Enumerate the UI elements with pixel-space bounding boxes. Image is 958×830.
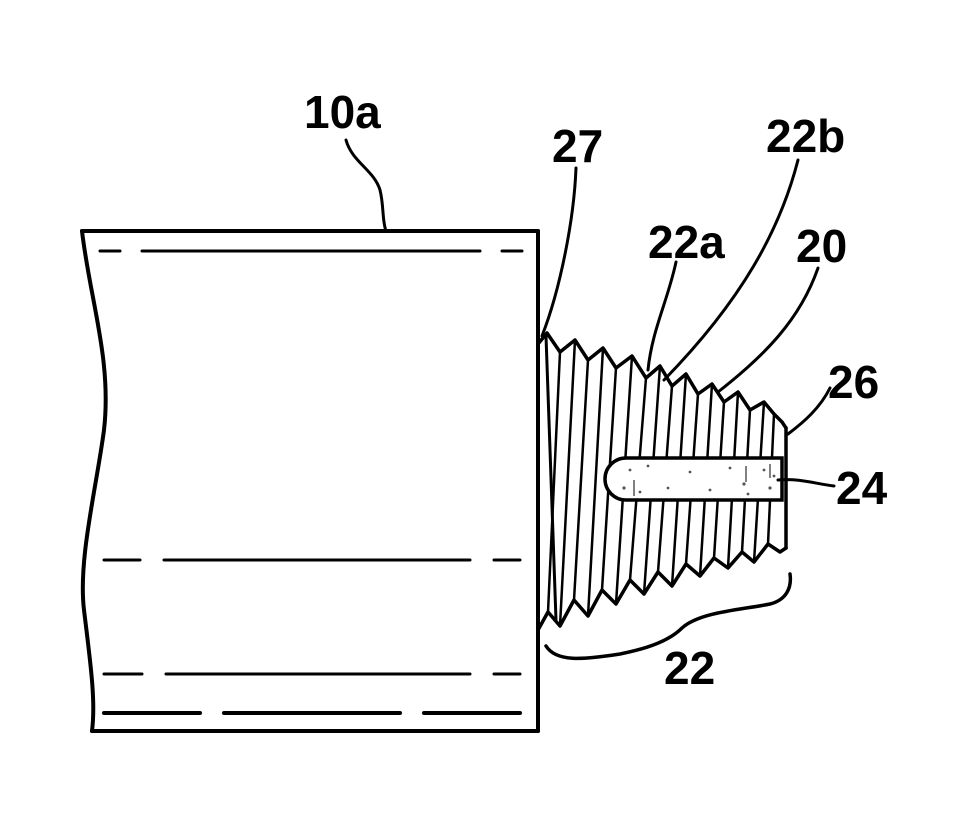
label-22: 22: [664, 642, 715, 694]
label-10a: 10a: [304, 86, 381, 138]
housing-body: [82, 231, 538, 731]
label-22a: 22a: [648, 216, 725, 268]
label-26: 26: [828, 356, 879, 408]
label-27: 27: [552, 120, 603, 172]
slot: [605, 458, 782, 500]
label-22b: 22b: [766, 110, 845, 162]
label-24: 24: [836, 462, 888, 514]
label-20: 20: [796, 220, 847, 272]
hidden-lines: [100, 251, 522, 713]
